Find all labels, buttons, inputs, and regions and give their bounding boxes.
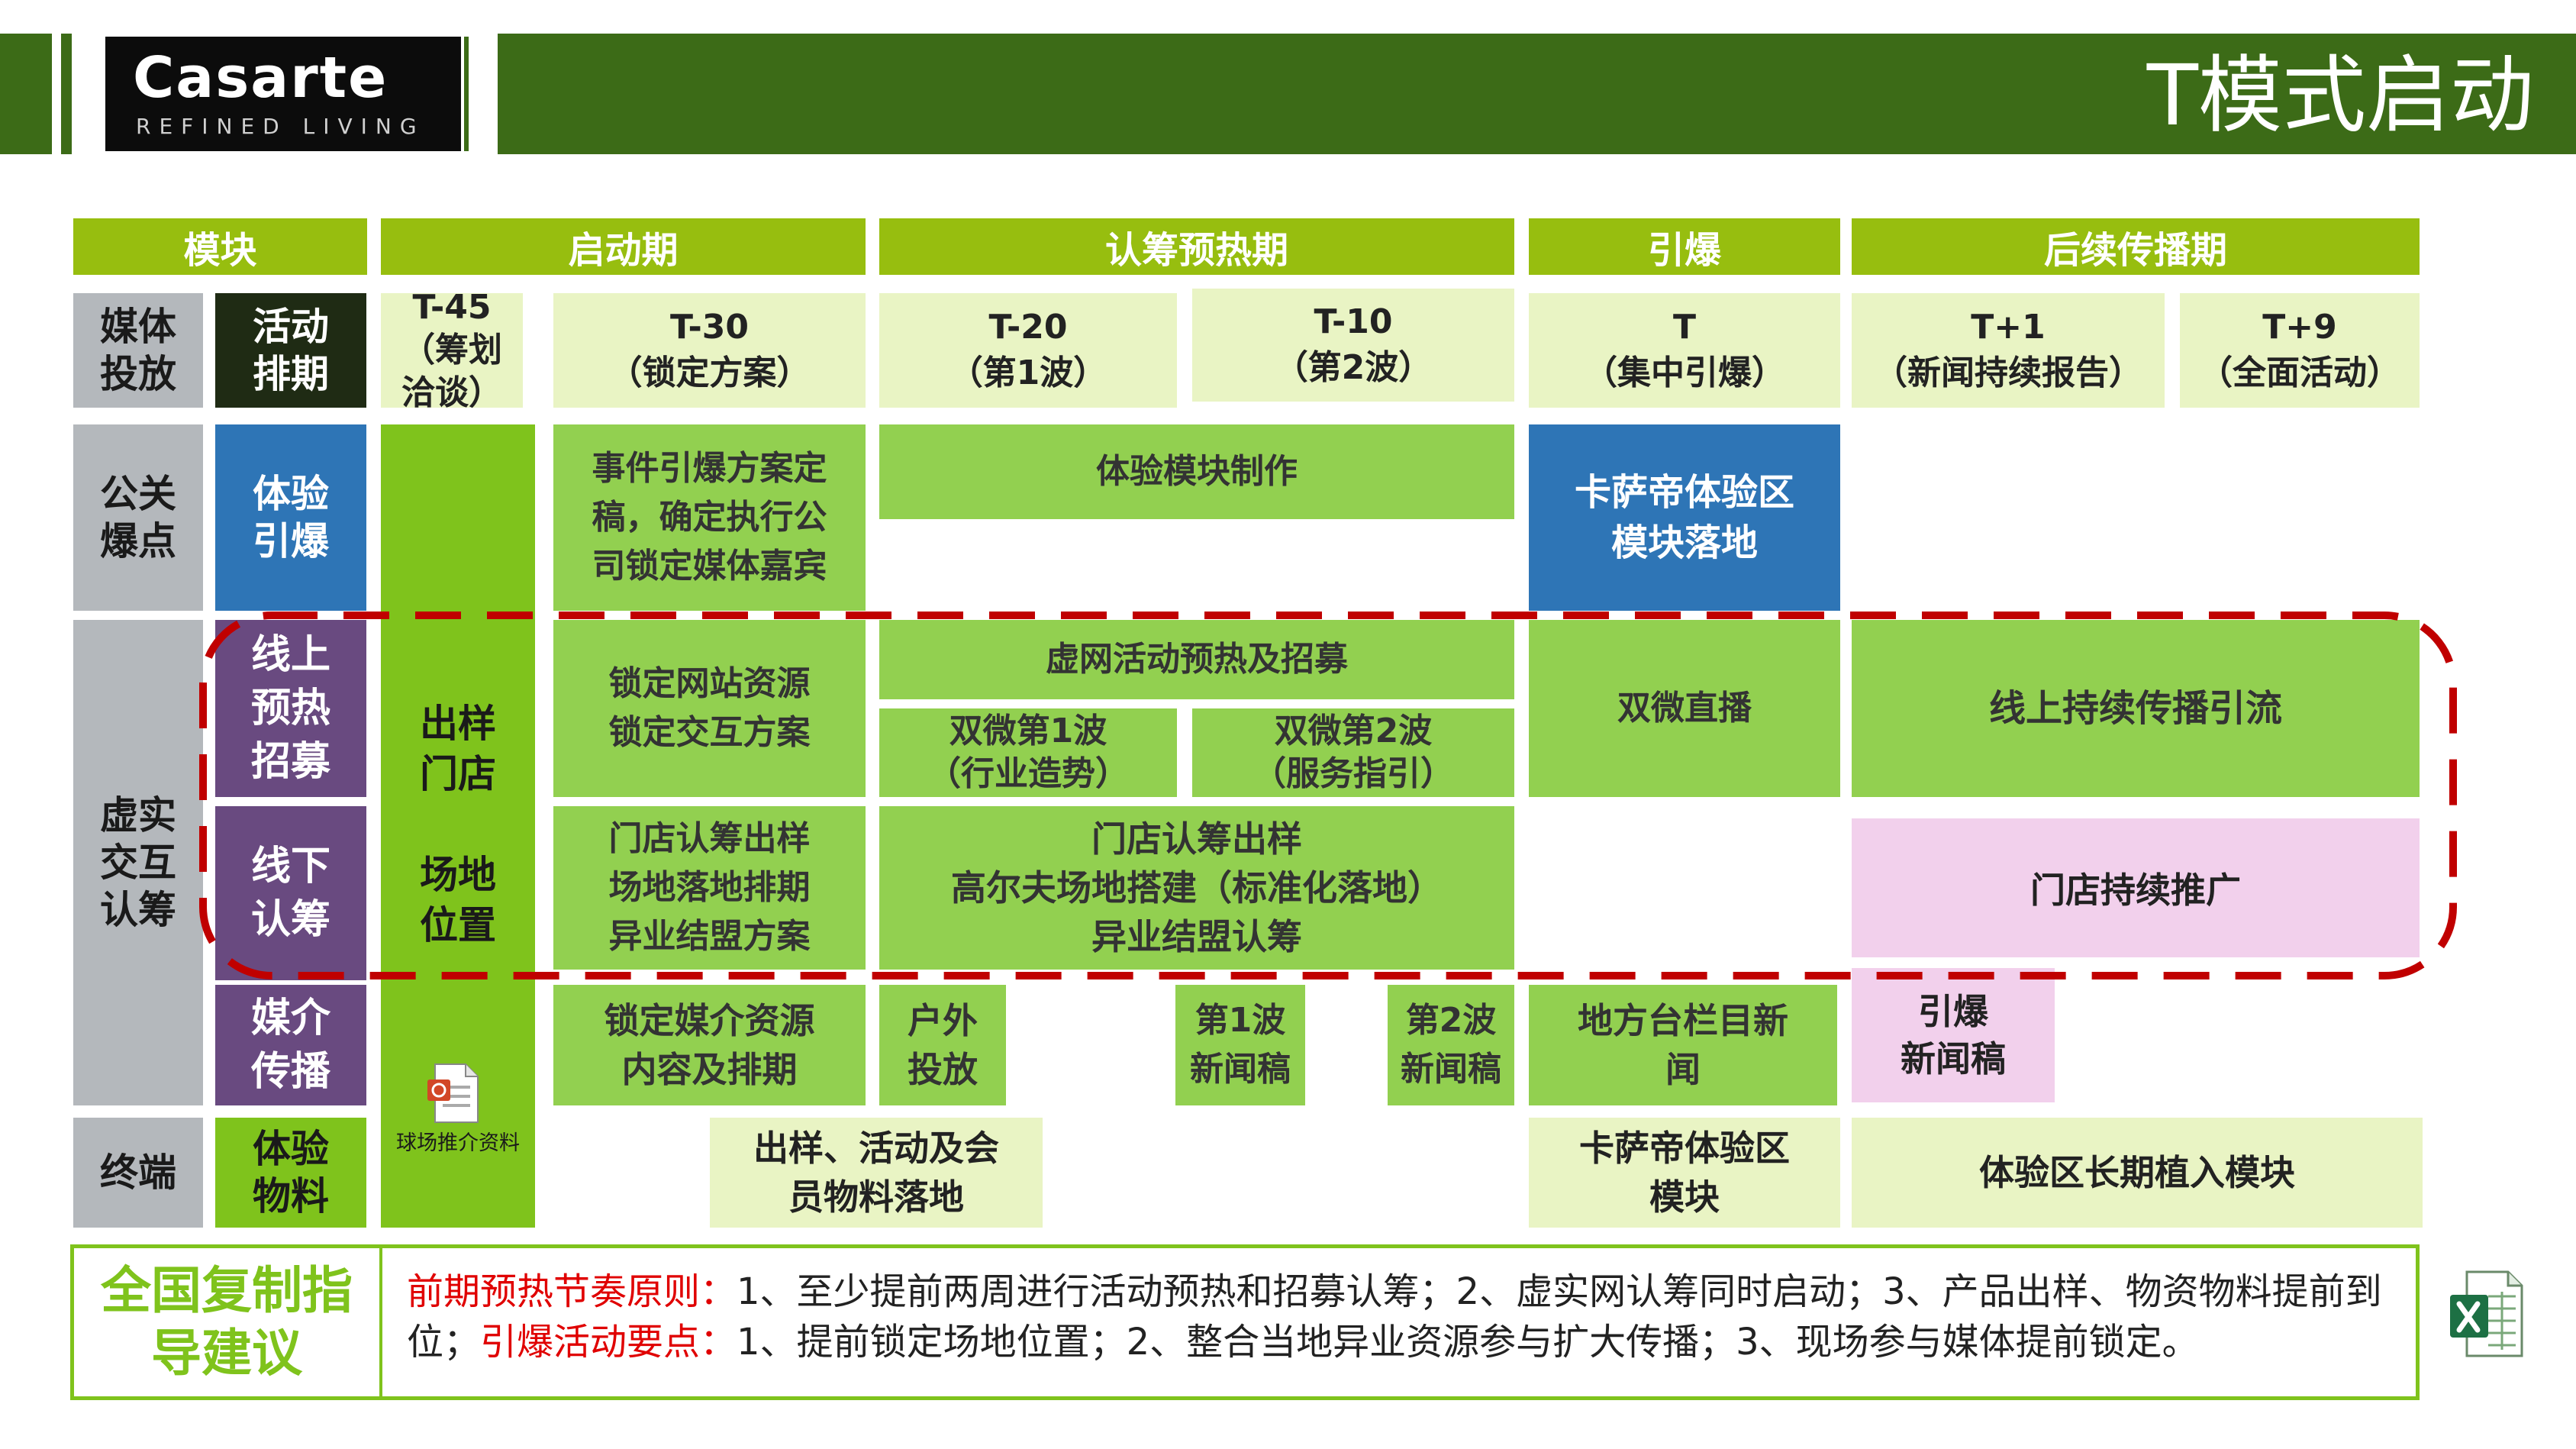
row-label-schedule: 活动排期 [215, 293, 366, 408]
timeline-t1: T+1（新闻持续报告） [1852, 293, 2165, 408]
advice-text-2: 1、提前锁定场地位置；2、整合当地异业资源参与扩大传播；3、现场参与媒体提前锁定… [737, 1321, 2199, 1363]
online-wave1: 双微第1波（行业造势） [879, 708, 1177, 797]
row-label-experience: 体验引爆 [215, 424, 366, 611]
advice-text: 前期预热节奏原则：1、至少提前两周进行活动预热和招募认筹；2、虚实网认筹同时启动… [407, 1267, 2407, 1389]
media-local: 地方台栏目新闻 [1529, 985, 1837, 1105]
online-lock: 锁定网站资源锁定交互方案 [553, 620, 866, 797]
phase-launch: 启动期 [381, 218, 866, 275]
logo-text: Casarte [133, 45, 388, 111]
offline-exec: 门店认筹出样高尔夫场地搭建（标准化落地）异业结盟认筹 [879, 806, 1514, 970]
store-column-text: 出样门店场地位置 [420, 702, 496, 947]
timeline-t10: T-10（第2波） [1192, 289, 1514, 402]
row-label-online: 线上预热招募 [215, 620, 366, 797]
timeline-t20: T-20（第1波） [879, 293, 1177, 408]
media-lock: 锁定媒介资源内容及排期 [553, 985, 866, 1105]
header-left-bar-thin [61, 34, 72, 154]
offline-store: 门店持续推广 [1852, 818, 2420, 957]
term-module: 卡萨帝体验区模块 [1529, 1118, 1840, 1228]
term-material: 出样、活动及会员物料落地 [710, 1118, 1043, 1228]
row-label-material: 体验物料 [215, 1118, 366, 1228]
row-label-media-spread: 媒介传播 [215, 985, 366, 1105]
group-terminal: 终端 [73, 1118, 203, 1228]
timeline-t9: T+9（全面活动） [2180, 293, 2420, 408]
media-news1: 第1波新闻稿 [1175, 985, 1305, 1105]
term-long: 体验区长期植入模块 [1852, 1118, 2423, 1228]
phase-preheat: 认筹预热期 [879, 218, 1514, 275]
online-recruit: 虚网活动预热及招募 [879, 620, 1514, 699]
phase-spread: 后续传播期 [1852, 218, 2420, 275]
pr-plan: 事件引爆方案定稿，确定执行公司锁定媒体嘉宾 [553, 424, 866, 611]
online-spread: 线上持续传播引流 [1852, 620, 2420, 797]
logo-side-bar [464, 37, 469, 151]
advice-red-2: 引爆活动要点： [480, 1321, 737, 1363]
timeline-t45: T-45（筹划洽谈） [381, 288, 523, 412]
page-title: T模式启动 [2146, 47, 2534, 144]
file-label: 球场推介资料 [396, 1131, 520, 1155]
media-ignite: 引爆新闻稿 [1852, 968, 2055, 1102]
timeline-t30: T-30（锁定方案） [553, 293, 866, 408]
advice-text-1: 1、至少提前两周进行活动预热和招募认筹；2、虚实网认筹同时启动；3、产品出样、物… [407, 1270, 2382, 1363]
header-left-bar [0, 34, 52, 154]
excel-file-icon[interactable] [2449, 1269, 2525, 1359]
online-wave2: 双微第2波（服务指引） [1192, 708, 1514, 797]
media-news2: 第2波新闻稿 [1388, 985, 1514, 1105]
row-label-offline: 线下认筹 [215, 806, 366, 980]
logo-tagline: REFINED LIVING [136, 114, 425, 139]
offline-plan: 门店认筹出样场地落地排期异业结盟方案 [553, 806, 866, 970]
highlight-dashed-frame [198, 611, 2458, 980]
phase-module: 模块 [73, 218, 367, 275]
pr-landing: 卡萨帝体验区模块落地 [1529, 424, 1840, 611]
online-live: 双微直播 [1529, 620, 1840, 797]
group-pr: 公关爆点 [73, 424, 203, 611]
advice-label: 全国复制指导建议 [74, 1248, 382, 1396]
timeline-t: T（集中引爆） [1529, 293, 1840, 408]
pr-module: 体验模块制作 [879, 424, 1514, 519]
advice-red-1: 前期预热节奏原则： [407, 1270, 737, 1313]
media-outdoor: 户外投放 [879, 985, 1006, 1105]
header-title-bar [498, 34, 2576, 154]
group-media: 媒体投放 [73, 293, 203, 408]
logo: Casarte REFINED LIVING [105, 37, 461, 151]
ppt-file-icon[interactable] [427, 1063, 482, 1124]
group-virtual: 虚实交互认筹 [73, 620, 203, 1105]
advice-box: 全国复制指导建议 前期预热节奏原则：1、至少提前两周进行活动预热和招募认筹；2、… [70, 1244, 2420, 1400]
phase-ignite: 引爆 [1529, 218, 1840, 275]
